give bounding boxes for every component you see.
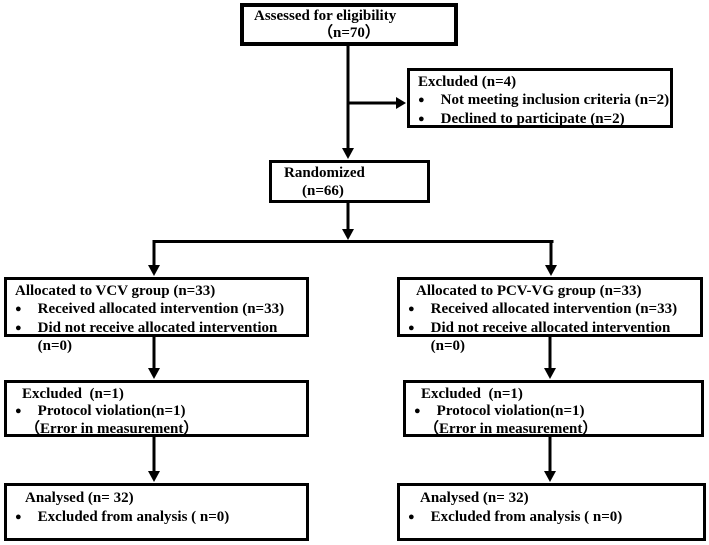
arrowhead-into-alloc-pcv — [545, 265, 557, 276]
excluded-pcv-reason-text: Protocol violation(n=1) — [436, 403, 585, 419]
arrowhead-into-randomized — [342, 148, 354, 159]
randomized-count: (n=66) — [302, 183, 344, 199]
box-analysed-pcv-vg: Analysed (n= 32) ● Excluded from analysi… — [397, 483, 706, 541]
bullet-icon: ● — [15, 303, 22, 315]
analysed-pcv-detail: ● Excluded from analysis ( n=0) — [400, 508, 703, 528]
alloc-vcv-detail-2-text: Did not receive allocated intervention (… — [37, 320, 282, 354]
alloc-pcv-detail-1-text: Received allocated intervention (n=33) — [430, 301, 678, 317]
assessed-count: （n=70） — [318, 25, 380, 41]
box-excluded-vcv: Excluded (n=1) ● Protocol violation(n=1)… — [4, 380, 309, 437]
excluded-pcv-reason: ● Protocol violation(n=1) — [406, 403, 701, 421]
excluded-vcv-note: （Error in measurement） — [25, 421, 199, 437]
arrowhead-into-excluded-top — [396, 97, 406, 109]
excluded-pcv-title: Excluded (n=1) — [421, 386, 523, 402]
excluded-pcv-note: （Error in measurement） — [424, 421, 598, 437]
box-excluded-pcv-vg: Excluded (n=1) ● Protocol violation(n=1)… — [403, 380, 704, 437]
excluded-vcv-reason-text: Protocol violation(n=1) — [37, 403, 186, 419]
box-excluded-before-randomization: Excluded (n=4) ● Not meeting inclusion c… — [407, 68, 673, 128]
arrowhead-into-analysed-pcv — [544, 471, 556, 482]
box-allocated-vcv: Allocated to VCV group (n=33) ● Received… — [4, 277, 309, 354]
excluded-top-reason-1-text: Not meeting inclusion criteria (n=2) — [440, 92, 670, 108]
alloc-vcv-detail-1: ● Received allocated intervention (n=33) — [7, 300, 306, 319]
box-analysed-vcv: Analysed (n= 32) ● Excluded from analysi… — [4, 483, 309, 541]
box-randomized: Randomized (n=66) — [269, 160, 430, 203]
randomized-title: Randomized — [284, 165, 365, 181]
bullet-icon: ● — [414, 405, 421, 417]
analysed-vcv-detail: ● Excluded from analysis ( n=0) — [7, 508, 306, 528]
bullet-icon: ● — [408, 303, 415, 315]
alloc-vcv-title: Allocated to VCV group (n=33) — [15, 283, 216, 299]
bullet-icon: ● — [408, 511, 415, 523]
excluded-top-reason-2: ● Declined to participate (n=2) — [410, 110, 670, 129]
excluded-top-title: Excluded (n=4) — [418, 74, 517, 90]
bullet-icon: ● — [418, 113, 425, 125]
analysed-vcv-detail-text: Excluded from analysis ( n=0) — [37, 509, 230, 525]
bullet-icon: ● — [15, 511, 22, 523]
excluded-top-reason-2-text: Declined to participate (n=2) — [440, 111, 625, 127]
excluded-top-reason-1: ● Not meeting inclusion criteria (n=2) — [410, 91, 670, 110]
analysed-vcv-title: Analysed (n= 32) — [25, 490, 134, 506]
alloc-vcv-detail-2: ● Did not receive allocated intervention… — [7, 319, 306, 355]
excluded-vcv-reason: ● Protocol violation(n=1) — [7, 403, 306, 421]
assessed-title: Assessed for eligibility — [254, 8, 397, 24]
arrowhead-into-excluded-pcv — [544, 368, 556, 379]
alloc-pcv-detail-2: ● Did not receive allocated intervention… — [400, 319, 700, 355]
bullet-icon: ● — [408, 322, 415, 334]
arrowhead-into-excluded-vcv — [148, 368, 160, 379]
alloc-pcv-detail-2-text: Did not receive allocated intervention (… — [430, 320, 675, 354]
alloc-pcv-detail-1: ● Received allocated intervention (n=33) — [400, 300, 700, 319]
alloc-pcv-title: Allocated to PCV-VG group (n=33) — [416, 283, 642, 299]
analysed-pcv-title: Analysed (n= 32) — [420, 490, 529, 506]
alloc-vcv-detail-1-text: Received allocated intervention (n=33) — [37, 301, 285, 317]
analysed-pcv-detail-text: Excluded from analysis ( n=0) — [430, 509, 623, 525]
excluded-vcv-title: Excluded (n=1) — [22, 386, 124, 402]
box-allocated-pcv-vg: Allocated to PCV-VG group (n=33) ● Recei… — [397, 277, 703, 354]
bullet-icon: ● — [15, 322, 22, 334]
arrowhead-into-split — [342, 229, 354, 240]
box-assessed-eligibility: Assessed for eligibility （n=70） — [240, 3, 458, 46]
bullet-icon: ● — [418, 94, 425, 106]
arrowhead-into-alloc-vcv — [148, 265, 160, 276]
arrowhead-into-analysed-vcv — [148, 471, 160, 482]
bullet-icon: ● — [15, 405, 22, 417]
